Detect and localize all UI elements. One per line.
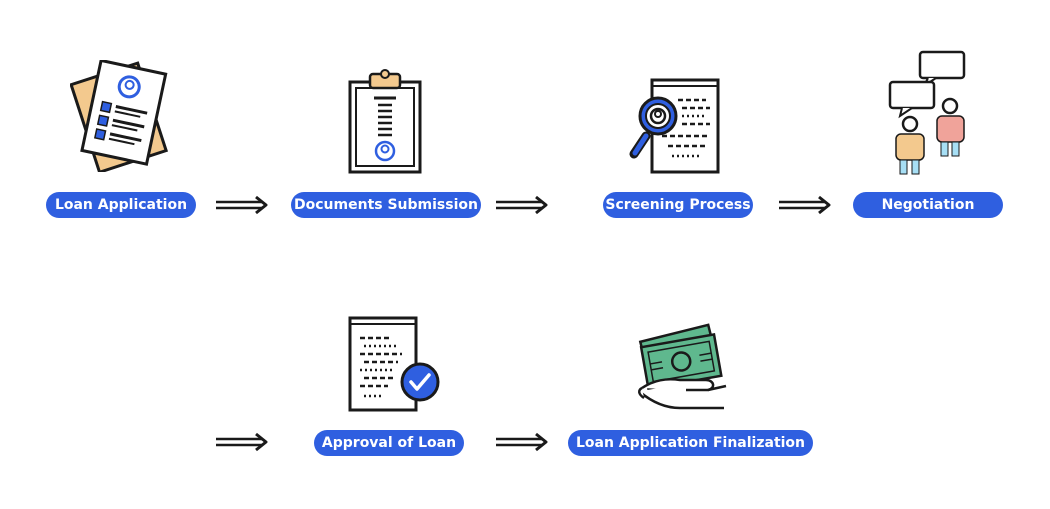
arrow-right-icon [779, 195, 831, 215]
arrow-right-icon [496, 195, 548, 215]
step-label: Loan Application [54, 197, 188, 213]
approved-document-icon [348, 316, 440, 412]
arrow-right-icon [216, 195, 268, 215]
step-label: Screening Process [605, 197, 751, 213]
step-label: Approval of Loan [321, 435, 457, 451]
step-pill-approval-of-loan: Approval of Loan [314, 430, 464, 456]
people-talking-icon [888, 50, 966, 175]
step-label: Loan Application Finalization [575, 435, 806, 451]
step-label: Negotiation [881, 197, 975, 213]
step-pill-loan-application-finalization: Loan Application Finalization [568, 430, 813, 456]
magnifier-document-icon [629, 78, 720, 174]
arrow-right-icon [496, 432, 548, 452]
money-hand-icon [638, 323, 727, 410]
step-pill-loan-application: Loan Application [46, 192, 196, 218]
step-pill-screening-process: Screening Process [603, 192, 753, 218]
clipboard-icon [348, 69, 422, 174]
step-pill-negotiation: Negotiation [853, 192, 1003, 218]
step-pill-documents-submission: Documents Submission [291, 192, 481, 218]
arrow-right-icon [216, 432, 268, 452]
step-label: Documents Submission [294, 197, 478, 213]
application-form-icon [70, 60, 169, 172]
